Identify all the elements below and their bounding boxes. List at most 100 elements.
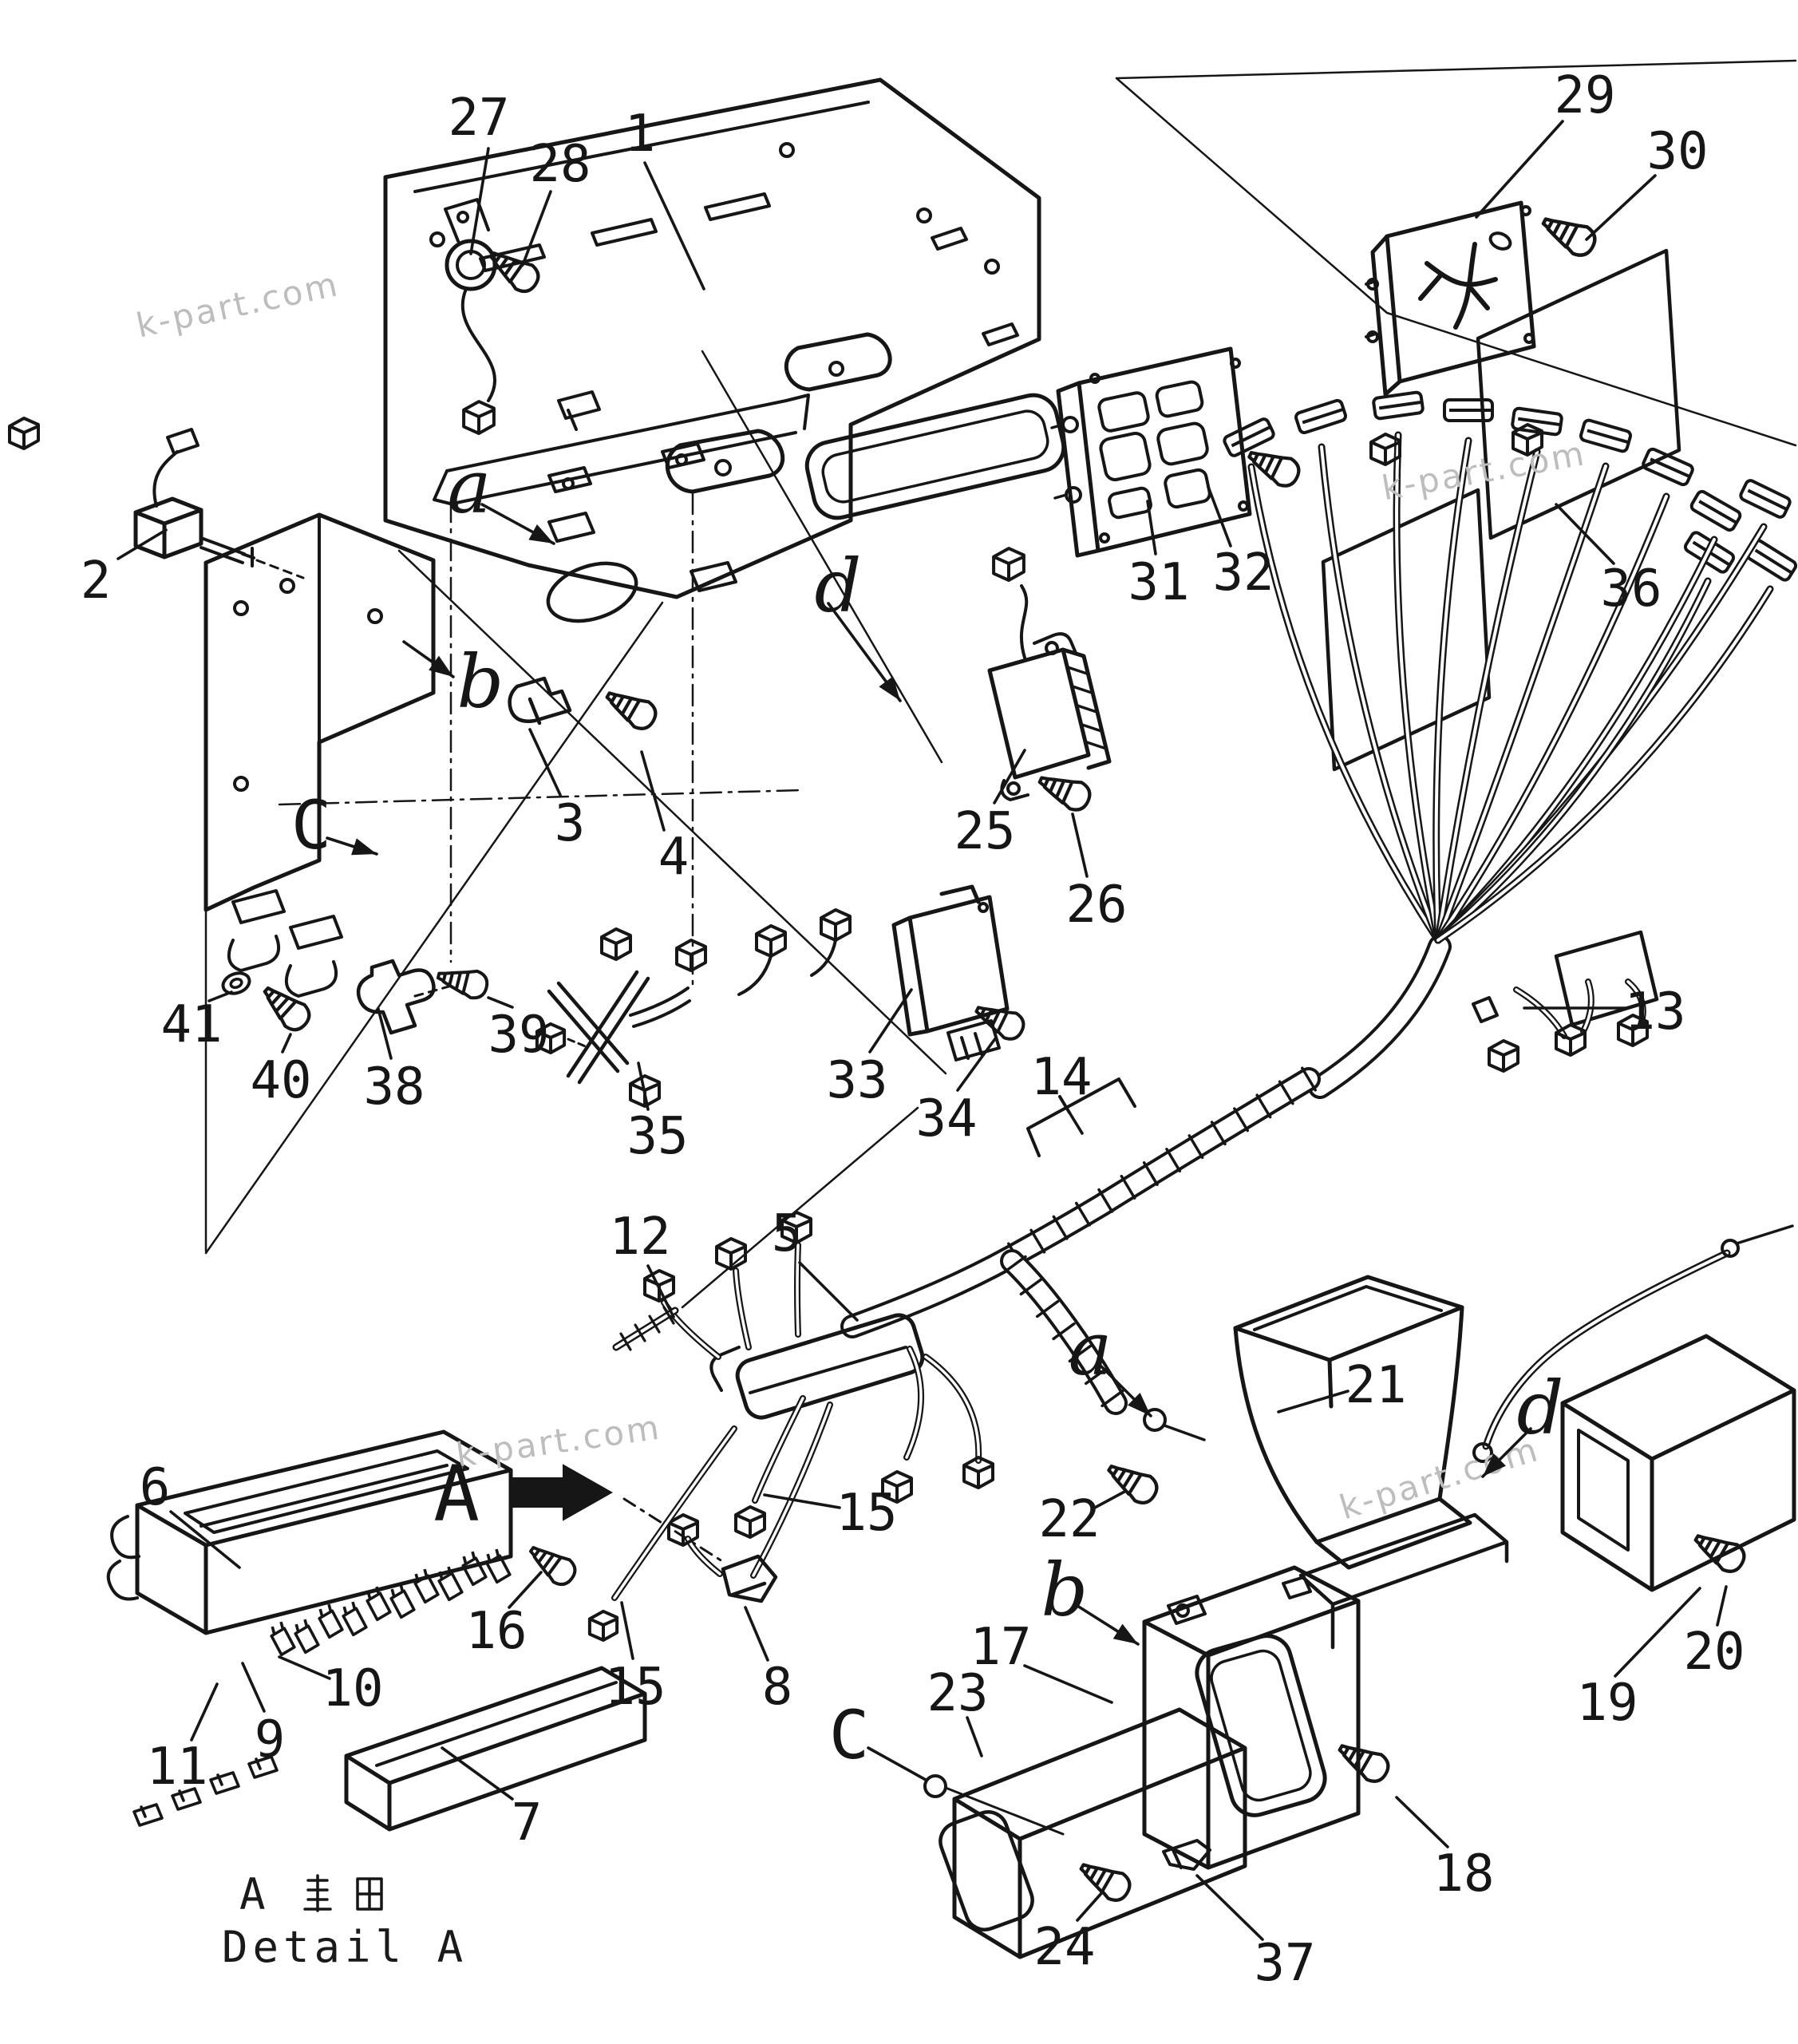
spare-fuse [247,1755,279,1779]
branch-cube [881,1470,913,1504]
hole [675,453,688,466]
view-a-axis [622,1497,726,1564]
hole [1061,416,1079,433]
callout-16-leader [508,1571,543,1609]
fuse-10 [366,1586,392,1622]
xwire-cube [675,939,707,972]
callout-34-label: 34 [915,1089,977,1149]
callout-40-leader [281,1033,292,1054]
cover-29-x-rib [1418,242,1498,330]
branch-cube [962,1456,994,1489]
hole [984,259,1000,275]
fan-cube [1512,423,1543,457]
fan-wire-inner [1320,445,1440,942]
bolt-26 [1037,776,1092,812]
terminal-body [1443,398,1494,422]
harness-terminal [1511,406,1563,437]
controller-31-screws [1050,423,1068,500]
cable-d-eyelet [1721,1239,1740,1258]
hole [562,477,575,490]
callout-5-leader [798,1261,859,1322]
corrugation [1278,1080,1294,1105]
fuse-10 [318,1603,344,1639]
bolt-22 [1107,1464,1159,1504]
bolt-28 [489,251,540,294]
watermark-0: k-part.com [132,264,342,346]
callout-19-leader [1614,1587,1701,1678]
callout-39-label: 39 [488,1006,549,1065]
detail-caption-kanji-line: A [239,1869,271,1919]
hole [233,776,249,792]
fan-wire-inner [1436,450,1539,942]
callout-36-label: 36 [1600,559,1662,619]
branch-trunk-inner [1003,1252,1124,1412]
gasket-cell [1097,391,1150,433]
callout-14-label: 14 [1030,1048,1092,1107]
relay-25-wire [1020,584,1029,659]
fuse-10 [294,1619,320,1655]
panel-rounded-opening-inner [821,409,1049,504]
callout-23-leader [966,1716,983,1757]
fan-wire-inner [1436,465,1607,942]
callout-25-leader [993,749,1026,805]
housing-17-clip [1282,1576,1312,1599]
stub-rib [648,1315,661,1334]
plate-36 [1476,248,1681,540]
callout-18-leader [1395,1796,1449,1848]
terminal-body [1511,406,1563,437]
branch-wires [737,939,837,996]
relay-25-side [1061,647,1112,770]
callout-14-leader [1063,1103,1084,1135]
gasket-cell [1099,431,1152,482]
fan-wire-inner [1436,579,1709,942]
callout-29-leader [1475,120,1564,219]
corrugation [1052,1322,1076,1341]
callout-12-leader [646,1264,675,1319]
callout-20-label: 20 [1683,1623,1745,1682]
fan-wire-inner [1436,495,1668,942]
washer-41-hole [229,977,243,990]
callout-b-label: b [457,639,504,725]
callout-d-label: d [815,544,862,629]
callout-2-leader [117,528,168,560]
gasket-cell [1155,380,1204,418]
pin-a [1143,1408,1167,1432]
callout-32-leader [1207,485,1232,548]
harness-terminal [1372,390,1425,421]
cable-d-eyelet [1472,1442,1493,1463]
corrugation [1101,1389,1124,1408]
gasket-cell [1156,421,1209,466]
clamp-3 [508,676,572,725]
lamp-27-connector [462,400,496,435]
switch-2-body [133,496,204,559]
branch-cube [587,1609,619,1642]
callout-15-leader [763,1493,841,1509]
fan-wire-inner [1436,587,1772,942]
callout-10-label: 10 [322,1659,383,1718]
switch-2-wire [152,450,179,508]
callout-35-leader [637,1062,650,1111]
hole [367,608,383,624]
corrugation [1233,1107,1250,1133]
hole [456,211,469,223]
callout-3-leader [528,728,562,797]
hub-block-line [749,1346,907,1394]
terminal-body [1642,447,1694,487]
housing-17-window-inner [1210,1649,1312,1802]
bolt-18 [1338,1744,1390,1783]
duct-21-rim [1253,1285,1443,1331]
corrugation [1074,1201,1091,1227]
callout-21-leader [1277,1390,1349,1413]
housing-17-window [1195,1634,1327,1817]
callout-25-label: 25 [954,802,1015,861]
fusebox-6-body [135,1468,513,1635]
panel-studs [931,227,1019,346]
callout-2-label: 2 [81,552,112,611]
callout-1-label: 1 [625,105,656,164]
panel-ridge [413,101,870,193]
fan-wire-inner [1395,433,1440,942]
leader-arrowhead [1483,1453,1506,1477]
harness-terminal [1689,489,1742,532]
callout-16-label: 16 [465,1602,527,1661]
